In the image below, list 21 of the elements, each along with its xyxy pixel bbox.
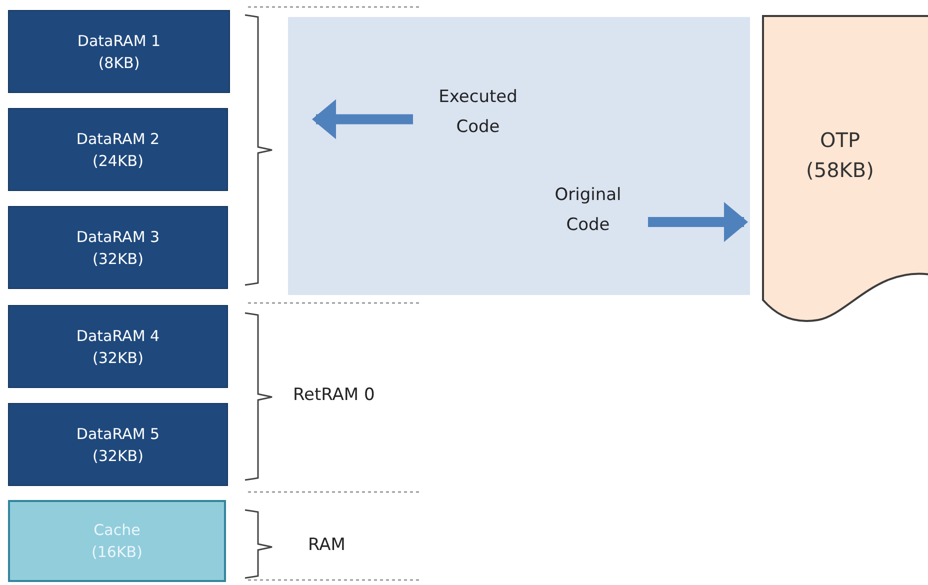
block-label: DataRAM 1 (8KB)	[76, 30, 162, 74]
memory-block	[8, 500, 226, 582]
block-label: OTP (58KB)	[805, 127, 875, 184]
memory-block	[8, 305, 228, 388]
block-label: DataRAM 4 (32KB)	[75, 326, 161, 368]
block-label: Cache (16KB)	[90, 520, 144, 563]
memory-block	[8, 108, 228, 191]
group-label: RAM	[308, 535, 346, 555]
group-label: RetRAM 0	[293, 385, 375, 405]
code-label: Original Code	[528, 180, 648, 240]
block-label: DataRAM 2 (24KB)	[75, 128, 161, 172]
otp-document	[762, 15, 928, 325]
memory-block	[8, 206, 228, 289]
block-arrow	[312, 99, 413, 140]
code-label: Executed Code	[413, 82, 543, 142]
block-label: DataRAM 3 (32KB)	[75, 226, 161, 270]
memory-block	[8, 10, 230, 93]
highlight-region	[288, 17, 750, 295]
block-arrow	[648, 202, 748, 242]
block-label: DataRAM 5 (32KB)	[75, 424, 161, 466]
memory-block	[8, 403, 228, 486]
